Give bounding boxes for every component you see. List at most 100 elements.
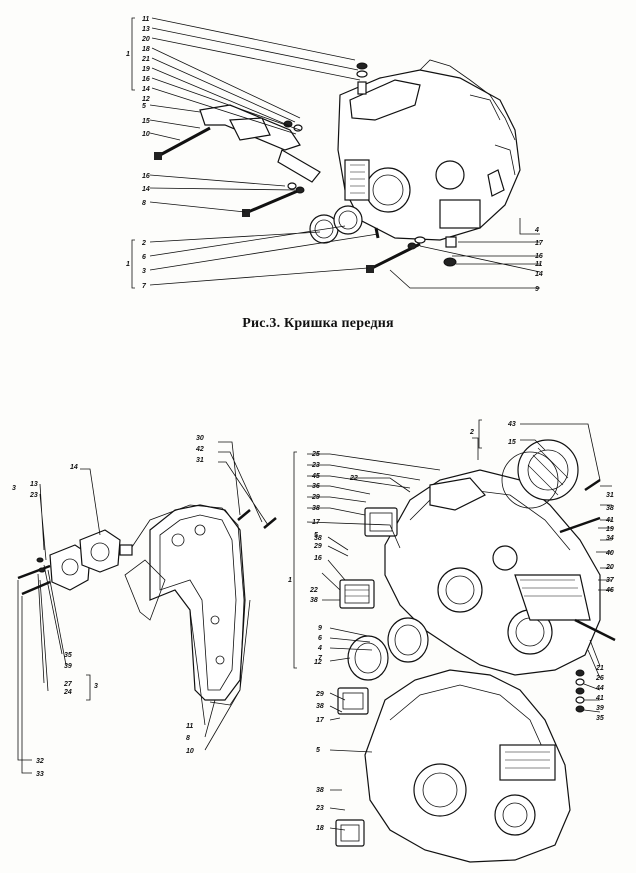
label-12: 12 — [142, 96, 150, 103]
label-4-br: 4 — [317, 645, 322, 652]
label-38-br4: 38 — [310, 597, 318, 604]
group-mark-2: 2 — [469, 429, 474, 436]
label-29-br: 29 — [311, 494, 320, 501]
label-16c: 16 — [535, 253, 543, 260]
label-29-lower: 29 — [315, 691, 324, 698]
label-4: 4 — [534, 227, 539, 234]
top-labels-group-1: 11 13 20 18 21 19 16 14 12 1 — [126, 16, 150, 103]
label-36: 36 — [312, 483, 320, 490]
label-44-br: 44 — [595, 685, 604, 692]
seal-ring-2 — [333, 205, 363, 235]
bolt-10 — [159, 126, 211, 157]
top-labels-left: 5 15 10 16 14 8 2 6 3 7 1 — [126, 103, 150, 290]
label-16b: 16 — [142, 173, 150, 180]
label-38-lower2: 38 — [316, 787, 324, 794]
label-39-br: 39 — [596, 705, 604, 712]
label-8-bl: 8 — [186, 735, 190, 742]
label-26-br: 26 — [595, 675, 604, 682]
small-flange — [49, 544, 91, 591]
label-16-br: 16 — [314, 555, 322, 562]
label-15: 15 — [142, 118, 150, 125]
label-11b: 11 — [535, 261, 542, 268]
label-39-bl: 39 — [64, 663, 72, 670]
gasket-bottom — [335, 819, 365, 847]
label-21-br: 21 — [595, 665, 604, 672]
label-35-bl: 35 — [64, 652, 72, 659]
label-14b: 14 — [142, 186, 150, 193]
figure-caption: Рис.3. Кришка передня — [242, 316, 394, 331]
label-11: 11 — [142, 16, 149, 23]
label-9-br: 9 — [318, 625, 322, 632]
label-7-br: 7 — [318, 655, 323, 662]
label-14-bl: 14 — [70, 464, 78, 471]
label-31-br: 31 — [606, 492, 614, 499]
gasket-mid — [339, 579, 375, 609]
label-13-bl: 13 — [30, 481, 38, 488]
label-21: 21 — [141, 56, 150, 63]
label-32: 32 — [36, 758, 44, 765]
label-38-br2: 38 — [312, 505, 320, 512]
label-33: 33 — [36, 771, 44, 778]
label-40-br: 40 — [605, 550, 614, 557]
label-10-bl: 10 — [186, 748, 194, 755]
label-6: 6 — [142, 254, 146, 261]
label-7: 7 — [142, 283, 147, 290]
label-27-bl: 27 — [63, 681, 73, 688]
label-17-br: 17 — [312, 519, 321, 526]
label-16: 16 — [142, 76, 150, 83]
group-mark-3: 3 — [12, 485, 16, 492]
label-22-br2: 22 — [349, 475, 358, 482]
label-38-br: 38 — [606, 505, 614, 512]
label-13: 13 — [142, 26, 150, 33]
gasket-top — [364, 507, 398, 537]
label-46-br: 46 — [605, 587, 614, 594]
label-29-br2: 29 — [313, 543, 322, 550]
label-42: 42 — [195, 446, 204, 453]
label-38-br3: 38 — [314, 535, 322, 542]
label-41-br: 41 — [605, 517, 614, 524]
label-14: 14 — [142, 86, 150, 93]
label-34-br: 34 — [606, 535, 614, 542]
label-17-lower: 17 — [316, 717, 325, 724]
label-18: 18 — [142, 46, 150, 53]
label-5: 5 — [142, 103, 146, 110]
label-19: 19 — [142, 66, 150, 73]
group-mark-3b: 3 — [94, 683, 98, 690]
bottom-right-assembly: 2 43 15 31 38 41 19 34 40 20 37 46 21 26… — [288, 419, 616, 863]
label-45: 45 — [311, 473, 320, 480]
gasket-lower — [337, 687, 369, 715]
label-22-br: 22 — [309, 587, 318, 594]
label-14c: 14 — [535, 271, 543, 278]
label-20: 20 — [141, 36, 150, 43]
label-23-br: 23 — [311, 462, 320, 469]
label-11-bl: 11 — [186, 723, 193, 730]
top-assembly: 11 13 20 18 21 19 16 14 12 1 5 15 10 16 … — [126, 16, 544, 293]
label-19-br: 19 — [606, 526, 614, 533]
label-38-lower: 38 — [316, 703, 324, 710]
label-41b-br: 41 — [595, 695, 604, 702]
label-9: 9 — [535, 286, 539, 293]
label-5-br: 5 — [314, 532, 318, 539]
bottom-left-assembly: 3 13 23 14 35 39 27 24 3 32 33 30 42 31 … — [12, 435, 277, 778]
cover-gasket — [124, 504, 245, 706]
label-5-lower: 5 — [316, 747, 320, 754]
label-10: 10 — [142, 131, 150, 138]
label-8: 8 — [142, 200, 146, 207]
label-17: 17 — [535, 240, 544, 247]
label-23-bl: 23 — [29, 492, 38, 499]
label-20-br: 20 — [605, 564, 614, 571]
label-3: 3 — [142, 268, 146, 275]
label-25: 25 — [311, 451, 320, 458]
flange-plate — [79, 529, 121, 573]
label-43: 43 — [507, 421, 516, 428]
group-mark-1: 1 — [126, 51, 130, 58]
group-mark-1b: 1 — [126, 261, 130, 268]
group-mark-1-br: 1 — [288, 577, 292, 584]
label-15-br: 15 — [508, 439, 516, 446]
cover-boss — [344, 159, 370, 201]
label-37-br: 37 — [606, 577, 615, 584]
label-18-lower: 18 — [316, 825, 324, 832]
label-2: 2 — [141, 240, 146, 247]
